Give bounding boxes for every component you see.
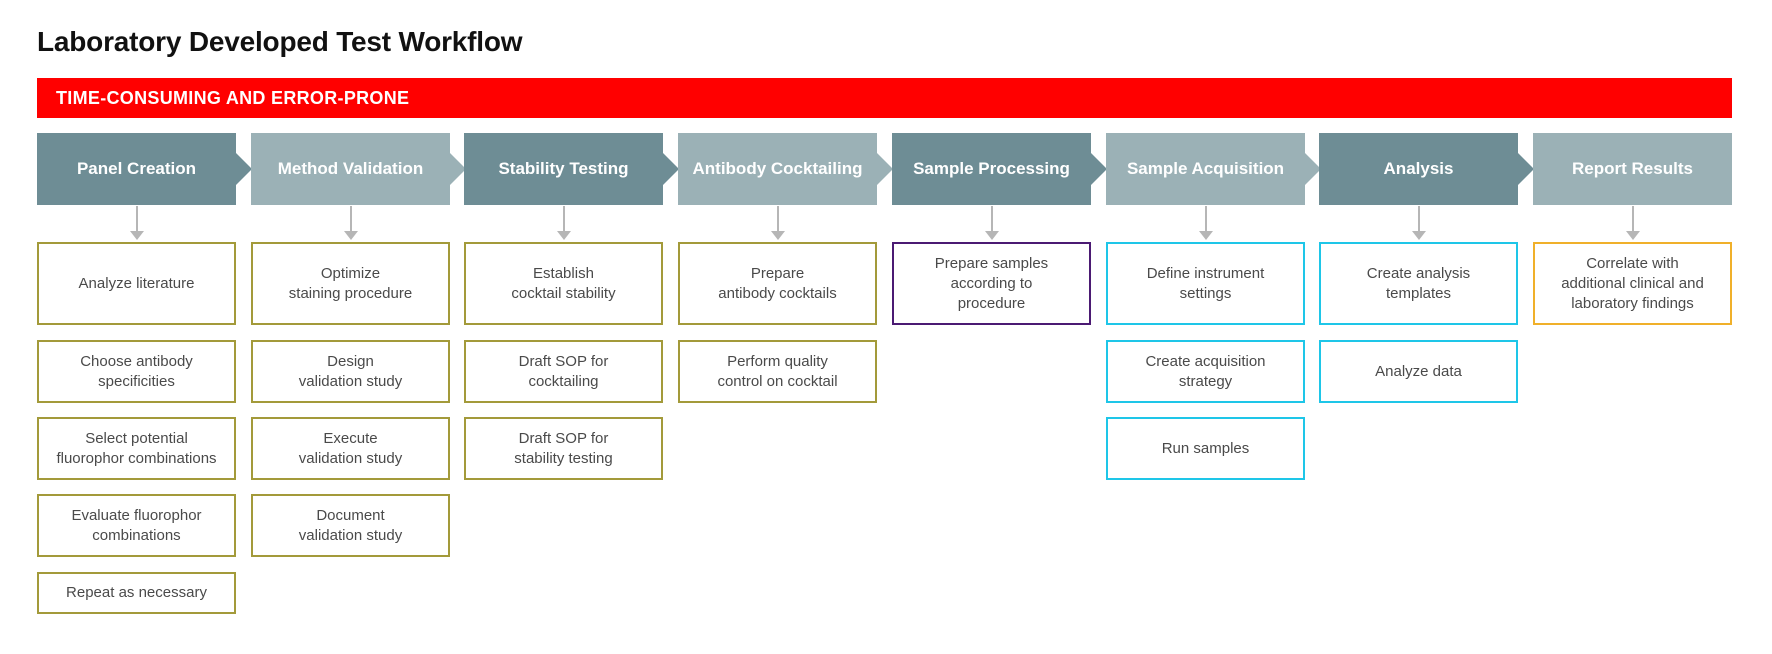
task-box: Perform quality control on cocktail <box>678 340 877 403</box>
page-title: Laboratory Developed Test Workflow <box>37 26 523 57</box>
down-arrow-icon <box>1412 206 1426 240</box>
task-box: Draft SOP for cocktailing <box>464 340 663 403</box>
stage-sample-processing: Sample Processing <box>892 133 1107 205</box>
task-box: Prepare antibody cocktails <box>678 242 877 325</box>
stage-label: Panel Creation <box>76 159 197 178</box>
stage-sample-acquisition: Sample Acquisition <box>1106 133 1321 205</box>
task-box: Evaluate fluorophor combinations <box>37 494 236 557</box>
task-box: Define instrument settings <box>1106 242 1305 325</box>
task-box: Choose antibody specificities <box>37 340 236 403</box>
task-box: Analyze data <box>1319 340 1518 403</box>
stage-method-validation: Method Validation <box>251 133 466 205</box>
task-box: Optimize staining procedure <box>251 242 450 325</box>
task-box: Execute validation study <box>251 417 450 480</box>
stage-antibody-cocktailing: Antibody Cocktailing <box>678 133 893 205</box>
down-arrow-icon <box>1626 206 1640 240</box>
down-arrow-icon <box>985 206 999 240</box>
down-arrow-icon <box>557 206 571 240</box>
stage-report-results: Report Results <box>1533 133 1732 205</box>
stage-label: Sample Processing <box>913 159 1070 178</box>
stage-label: Analysis <box>1383 159 1454 178</box>
task-box: Design validation study <box>251 340 450 403</box>
stage-panel-creation: Panel Creation <box>37 133 252 205</box>
stage-label: Sample Acquisition <box>1126 159 1285 178</box>
task-box: Document validation study <box>251 494 450 557</box>
task-box: Create acquisition strategy <box>1106 340 1305 403</box>
stage-label: Antibody Cocktailing <box>692 159 863 178</box>
task-box: Correlate with additional clinical and l… <box>1533 242 1732 325</box>
task-box: Create analysis templates <box>1319 242 1518 325</box>
stage-label: Stability Testing <box>498 159 629 178</box>
down-arrow-icon <box>771 206 785 240</box>
down-arrow-icon <box>130 206 144 240</box>
warning-banner: TIME-CONSUMING AND ERROR-PRONE <box>37 78 1732 118</box>
task-box: Draft SOP for stability testing <box>464 417 663 480</box>
task-box: Select potential fluorophor combinations <box>37 417 236 480</box>
task-box: Analyze literature <box>37 242 236 325</box>
task-box: Run samples <box>1106 417 1305 480</box>
stage-label: Report Results <box>1572 159 1693 178</box>
stage-stability-testing: Stability Testing <box>464 133 679 205</box>
down-arrow-icon <box>344 206 358 240</box>
task-box: Prepare samples according to procedure <box>892 242 1091 325</box>
stage-analysis: Analysis <box>1319 133 1534 205</box>
task-box: Establish cocktail stability <box>464 242 663 325</box>
stage-label: Method Validation <box>277 159 424 178</box>
task-box: Repeat as necessary <box>37 572 236 614</box>
down-arrow-icon <box>1199 206 1213 240</box>
